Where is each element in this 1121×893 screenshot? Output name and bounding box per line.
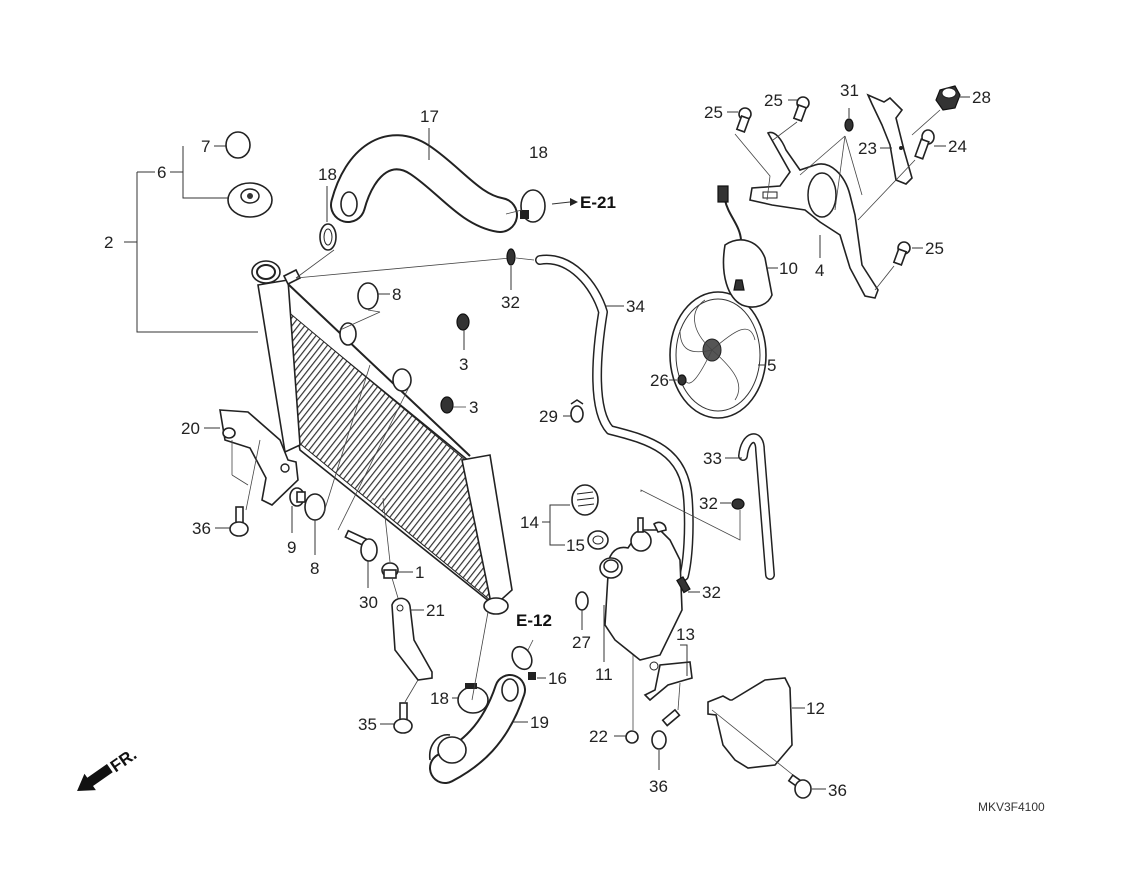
fan-motor[interactable] xyxy=(717,185,773,308)
callout-4: 4 xyxy=(815,261,824,280)
callout-11: 11 xyxy=(595,665,613,684)
callout-8-lower: 8 xyxy=(310,559,319,578)
nut[interactable] xyxy=(625,730,639,744)
hose-clamp-e12[interactable] xyxy=(508,643,536,680)
callout-3-upper: 3 xyxy=(459,355,468,374)
callout-9: 9 xyxy=(287,538,296,557)
callout-20: 20 xyxy=(181,419,200,438)
fan-nut[interactable] xyxy=(677,374,687,386)
callout-18-e21: 18 xyxy=(529,143,548,162)
hose-clip[interactable] xyxy=(506,248,516,266)
callout-24: 24 xyxy=(948,137,967,156)
front-arrow-icon xyxy=(77,764,113,792)
callout-17: 17 xyxy=(420,107,439,126)
hose-clip-tank[interactable] xyxy=(676,576,691,594)
callout-14: 14 xyxy=(520,513,539,532)
overflow-hose[interactable] xyxy=(535,254,694,581)
radiator[interactable] xyxy=(251,260,513,615)
rubber-grommet-lower[interactable] xyxy=(304,493,326,521)
reference-e21[interactable]: E-21 xyxy=(580,193,616,212)
callout-5: 5 xyxy=(767,356,776,375)
radiator-bracket-left[interactable] xyxy=(219,409,299,506)
reserve-tank[interactable] xyxy=(599,517,683,661)
breather-hose[interactable] xyxy=(738,433,775,580)
nut-31[interactable] xyxy=(844,118,854,132)
flange-bolt-35[interactable] xyxy=(393,702,413,734)
fan-bolt-25b[interactable] xyxy=(792,96,810,122)
cooling-fan[interactable] xyxy=(669,291,767,419)
callout-6: 6 xyxy=(157,163,166,182)
fan-bolt-25a[interactable] xyxy=(735,107,752,133)
sensor[interactable] xyxy=(935,85,961,111)
callout-25-b: 25 xyxy=(764,91,783,110)
reserve-tank-cap[interactable] xyxy=(571,484,599,516)
front-direction-indicator: FR. xyxy=(77,745,140,792)
callout-27: 27 xyxy=(572,633,591,652)
callout-18-lower: 18 xyxy=(430,689,449,708)
cap-packing[interactable] xyxy=(587,530,609,550)
radiator-side-cover[interactable] xyxy=(707,677,793,769)
callout-8-upper: 8 xyxy=(392,285,401,304)
callout-26: 26 xyxy=(650,371,669,390)
callout-22: 22 xyxy=(589,727,608,746)
callout-34: 34 xyxy=(626,297,645,316)
radiator-cap[interactable] xyxy=(227,182,273,218)
flange-bolt-right[interactable] xyxy=(787,773,812,799)
callout-33: 33 xyxy=(703,449,722,468)
flange-bolt-center[interactable] xyxy=(651,708,681,750)
sensor-bracket[interactable] xyxy=(866,93,913,185)
callout-30: 30 xyxy=(359,593,378,612)
callout-36-left: 36 xyxy=(192,519,211,538)
callout-32-breather: 32 xyxy=(699,494,718,513)
hose-clip-29[interactable] xyxy=(570,399,584,423)
flange-bolt-left[interactable] xyxy=(229,506,249,537)
diagram-code: MKV3F4100 xyxy=(978,800,1045,814)
rubber-grommet[interactable] xyxy=(357,282,379,310)
callout-29: 29 xyxy=(539,407,558,426)
nut-clip-upper[interactable] xyxy=(456,313,470,331)
callout-25-a: 25 xyxy=(704,103,723,122)
fan-shroud-bracket[interactable] xyxy=(749,131,879,299)
collar[interactable] xyxy=(289,487,306,507)
hose-clamp[interactable] xyxy=(319,223,337,251)
callout-23: 23 xyxy=(858,139,877,158)
nut-clip-lower[interactable] xyxy=(440,396,454,414)
callout-2: 2 xyxy=(104,233,113,252)
radiator-bracket-lower[interactable] xyxy=(391,597,433,681)
upper-radiator-hose[interactable] xyxy=(330,134,518,233)
tank-grommet[interactable] xyxy=(575,591,589,611)
callout-10: 10 xyxy=(779,259,798,278)
callout-21: 21 xyxy=(426,601,445,620)
callout-32-tank: 32 xyxy=(702,583,721,602)
bolt-24[interactable] xyxy=(914,129,935,160)
mounting-bolt[interactable] xyxy=(344,529,378,562)
reserve-tank-stay[interactable] xyxy=(643,661,693,702)
callout-36-right: 36 xyxy=(828,781,847,800)
hose-clamp-lower[interactable] xyxy=(457,683,489,714)
callout-31: 31 xyxy=(840,81,859,100)
hose-clamp-e21[interactable] xyxy=(520,189,546,223)
callout-36-center: 36 xyxy=(649,777,668,796)
callout-1: 1 xyxy=(415,563,424,582)
drain-bolt[interactable] xyxy=(381,562,399,579)
callout-32-upper: 32 xyxy=(501,293,520,312)
callout-15: 15 xyxy=(566,536,585,555)
callout-3-lower: 3 xyxy=(469,398,478,417)
callout-28: 28 xyxy=(972,88,991,107)
hose-clip-breather[interactable] xyxy=(731,498,745,510)
lower-radiator-hose[interactable] xyxy=(428,674,526,784)
callout-25-c: 25 xyxy=(925,239,944,258)
callout-13: 13 xyxy=(676,625,695,644)
callout-18-upper: 18 xyxy=(318,165,337,184)
callout-19: 19 xyxy=(530,713,549,732)
callout-7: 7 xyxy=(201,137,210,156)
o-ring[interactable] xyxy=(225,131,251,159)
fan-bolt-25c[interactable] xyxy=(892,241,911,266)
callout-35: 35 xyxy=(358,715,377,734)
callout-16: 16 xyxy=(548,669,567,688)
reference-e12[interactable]: E-12 xyxy=(516,611,552,630)
callout-12: 12 xyxy=(806,699,825,718)
